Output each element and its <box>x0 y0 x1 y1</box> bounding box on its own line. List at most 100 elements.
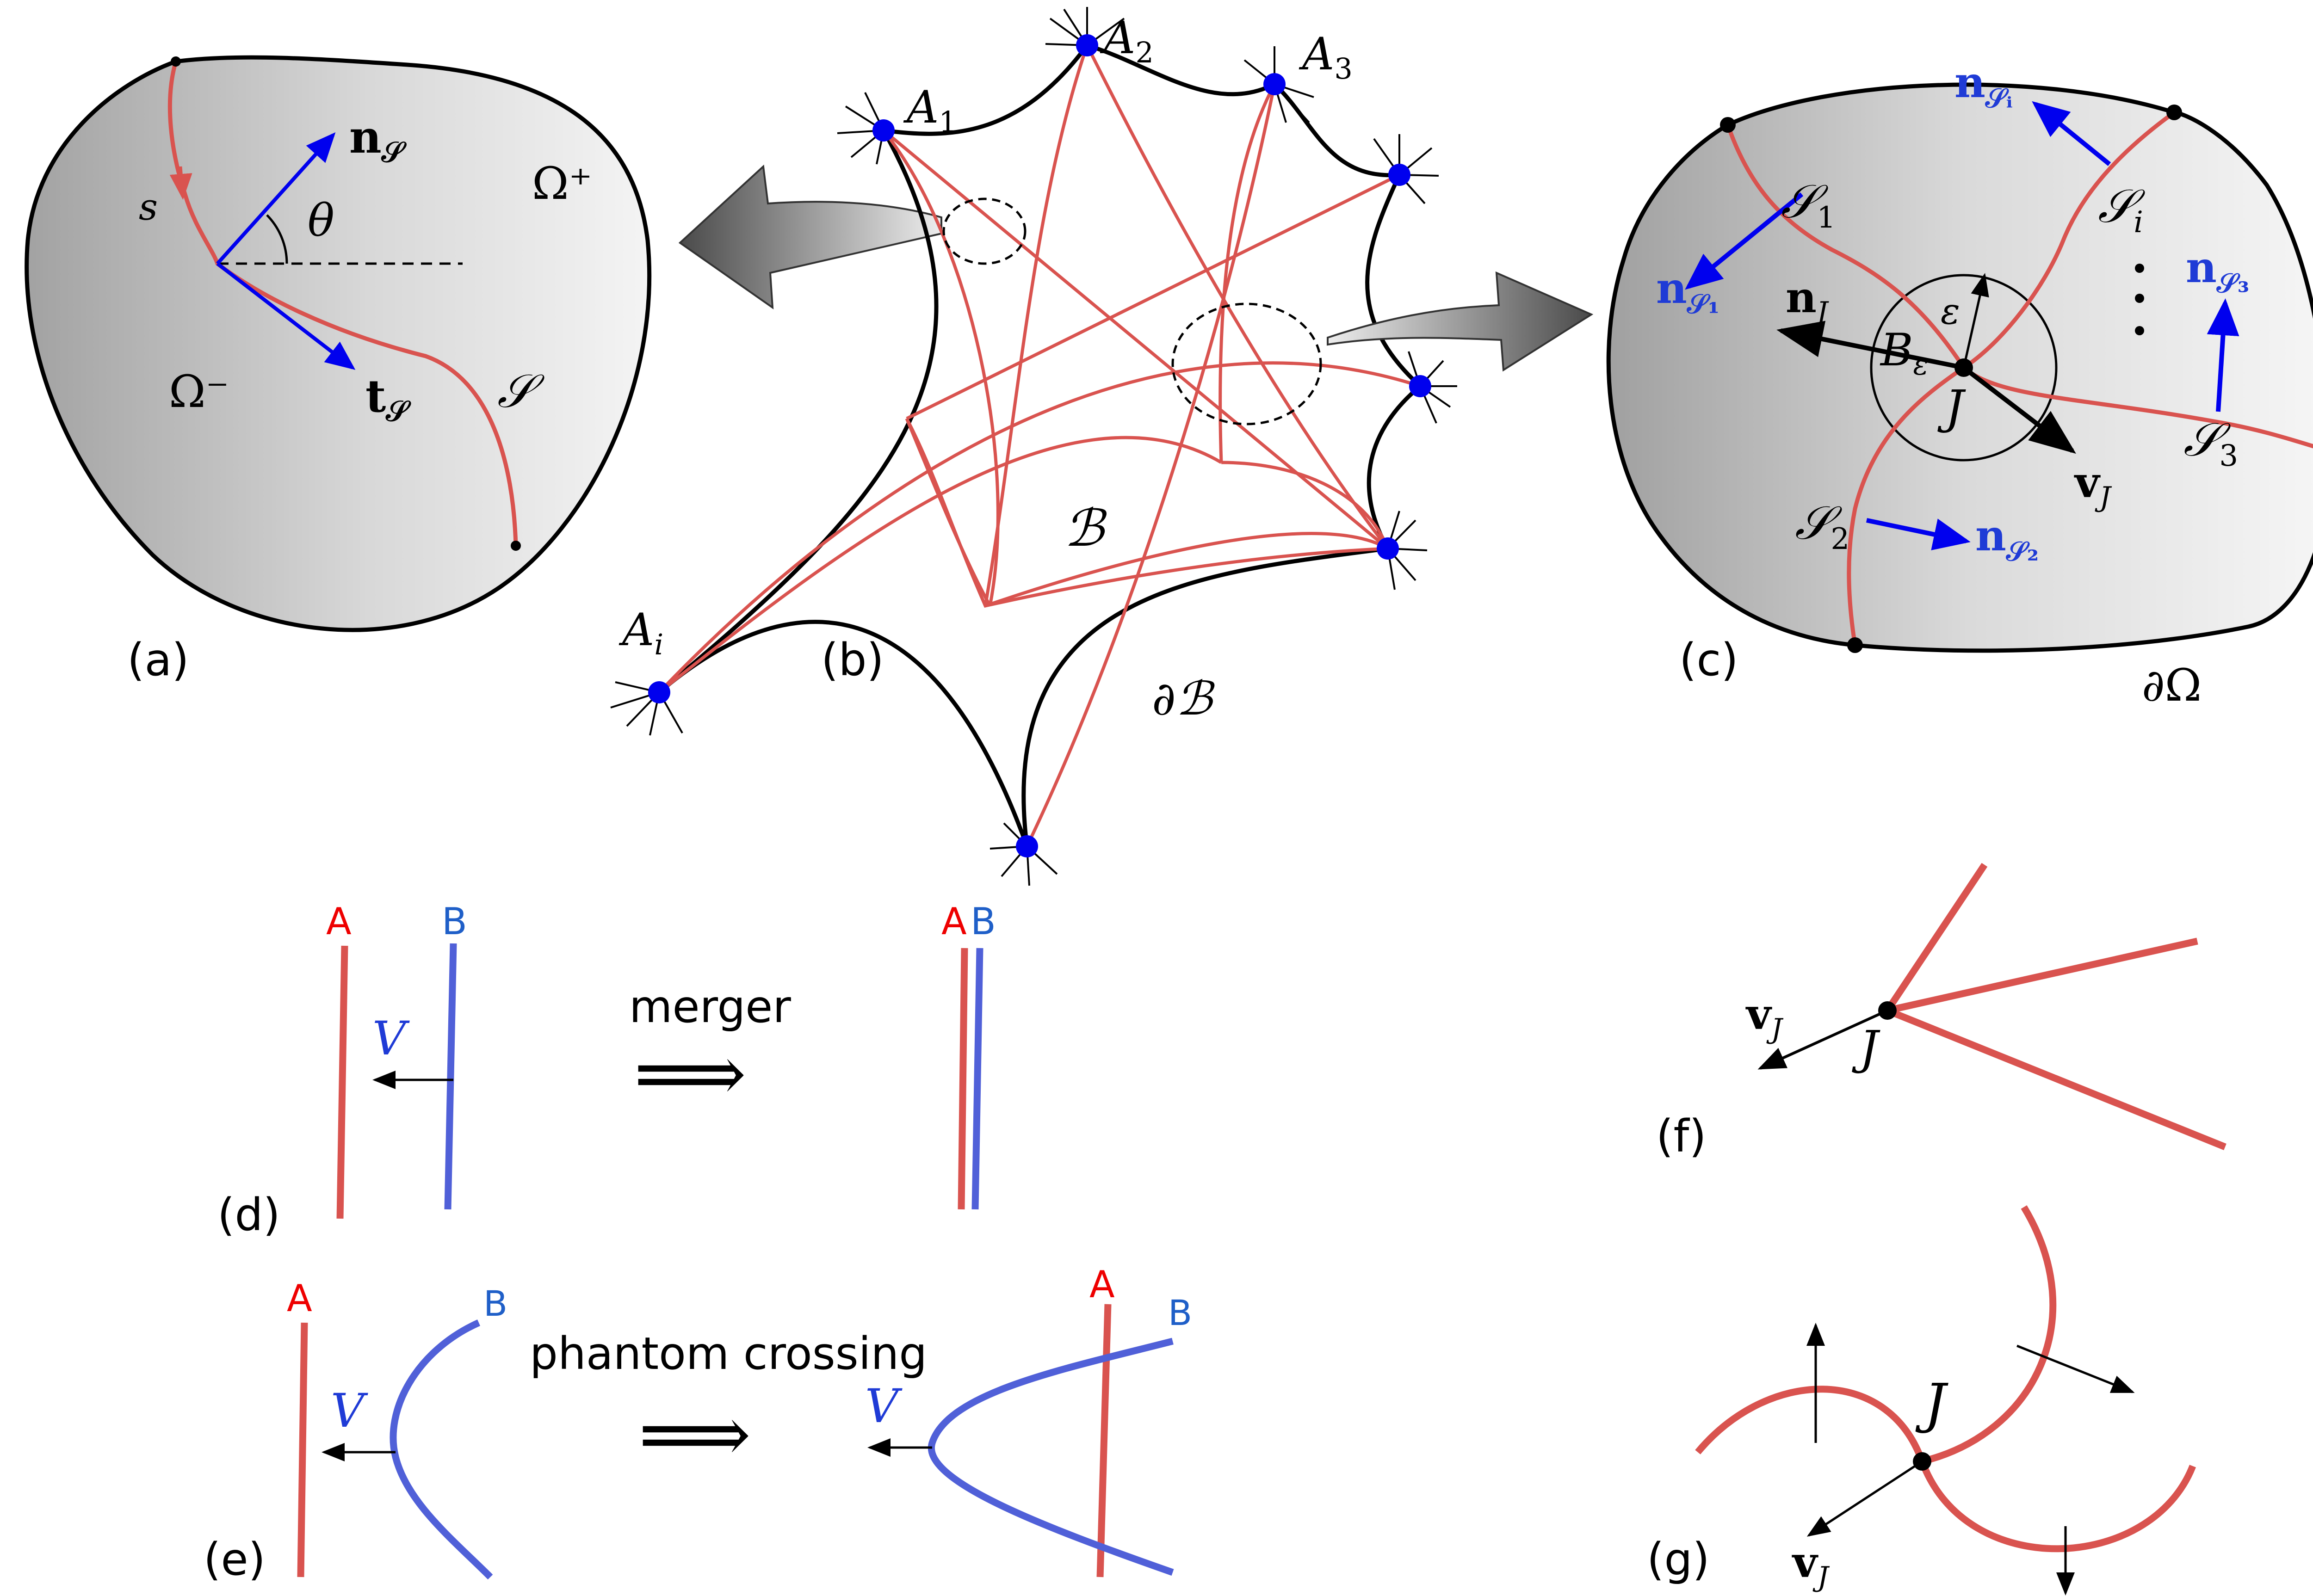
endpoint-c-bottom <box>1847 637 1863 653</box>
label-J-f: J <box>1852 1021 1880 1075</box>
panel-b: A1 A2 A3 Ai ℬ ∂ℬ (b) <box>610 7 1457 886</box>
zoom-circle-large <box>1171 302 1322 425</box>
label-J-g: J <box>1915 1373 1948 1435</box>
merged-line-B <box>971 948 983 1210</box>
tangent-arrow-s <box>169 166 192 200</box>
ellipsis-dot-3 <box>2135 326 2144 335</box>
label-A-merged: A <box>941 900 967 943</box>
line-A-e <box>297 1322 308 1578</box>
theta-arc <box>266 214 288 264</box>
ellipsis-dot-2 <box>2135 294 2144 303</box>
panel-c: 𝒮1 𝒮i 𝒮3 𝒮2 n𝒮₁ n𝒮ᵢ n𝒮₃ n𝒮₂ nJ vJ Bε ε J… <box>1606 57 2313 711</box>
label-n-S3: n𝒮₃ <box>2186 242 2249 299</box>
panel-label-d: (d) <box>217 1189 280 1241</box>
zoom-arrow-left <box>678 164 942 310</box>
normal-vector-arrow <box>216 132 336 265</box>
label-n-s: n𝒮 <box>349 111 407 169</box>
vertex-A1 <box>837 92 895 165</box>
label-theta: θ <box>308 195 334 246</box>
ball-B-eps <box>1870 274 2058 462</box>
label-t-s: t𝒮 <box>365 370 411 428</box>
label-dOmega: ∂Ω <box>2142 659 2202 711</box>
line-B-d <box>444 943 457 1210</box>
label-B-d: B <box>442 900 467 943</box>
label-B-e: B <box>483 1283 507 1324</box>
panel-f: J vJ (f) <box>1656 863 2226 1162</box>
red-curves-c <box>1725 111 2313 646</box>
label-v-J-g: vJ <box>1792 1537 1830 1593</box>
vertex-right-lower <box>1377 511 1428 590</box>
panel-label-a: (a) <box>127 634 189 686</box>
vector-n-S2 <box>1866 518 1971 550</box>
label-A-crossed: A <box>1089 1263 1115 1306</box>
vertex-right-middle <box>1408 351 1457 424</box>
panel-g: J vJ (g) <box>1647 1205 2196 1596</box>
vector-n-S3 <box>2207 298 2239 412</box>
panel-label-b: (b) <box>821 634 884 686</box>
label-A2: A2 <box>1100 12 1154 69</box>
panel-label-g: (g) <box>1647 1534 1710 1585</box>
label-omega-minus: Ω⁻ <box>169 366 229 418</box>
merged-line-A <box>958 948 968 1210</box>
vertex-right-upper <box>1373 134 1439 204</box>
label-A-e: A <box>287 1277 312 1320</box>
vertex-A3 <box>1243 46 1314 123</box>
label-eps: ε <box>1941 291 1960 333</box>
zoom-circle-small <box>942 197 1027 265</box>
radius-eps <box>1962 273 1989 368</box>
vertex-Ai <box>610 681 683 736</box>
panel-a: n𝒮 t𝒮 θ s 𝒮 Ω⁺ Ω⁻ (a) <box>25 55 652 686</box>
red-network <box>658 44 1421 847</box>
label-n-S1: n𝒮₁ <box>1656 263 1719 320</box>
implies-arrow-e: ⟹ <box>638 1389 751 1480</box>
line-A-crossed <box>1096 1304 1112 1578</box>
junction-J-f <box>1878 1001 1897 1020</box>
label-B: ℬ <box>1064 499 1107 558</box>
panel-label-c: (c) <box>1679 634 1738 686</box>
vector-n-J <box>1776 320 1964 370</box>
vector-v-J <box>1962 366 2076 454</box>
vertex-bottom <box>990 822 1058 886</box>
label-A3: A3 <box>1299 28 1353 86</box>
implies-arrow-d: ⟹ <box>634 1028 747 1120</box>
label-S1: 𝒮1 <box>1781 174 1836 235</box>
label-A1: A1 <box>903 81 957 139</box>
caption-phantom-crossing: phantom crossing <box>530 1328 927 1380</box>
label-s: s <box>139 185 158 228</box>
label-V-crossed: V <box>865 1379 903 1433</box>
label-n-S2: n𝒮₂ <box>1975 511 2039 567</box>
vector-n-Si <box>2032 101 2111 166</box>
label-B-crossed: B <box>1168 1292 1192 1333</box>
label-V-d: V <box>372 1011 410 1066</box>
panel-label-f: (f) <box>1656 1110 1707 1162</box>
zoom-arrow-right <box>1327 271 1594 372</box>
vertices <box>610 7 1457 886</box>
domain-omega-a <box>25 55 652 632</box>
endpoint-c-top-left <box>1720 117 1736 133</box>
curve-B-crossed <box>928 1337 1174 1576</box>
tangent-vector-arrow <box>216 262 356 370</box>
endpoint-top-a <box>171 56 181 67</box>
vertex-A2 <box>1045 7 1125 56</box>
junction-J-g <box>1913 1452 1931 1471</box>
panel-d: A B V merger ⟹ A B (d) <box>217 900 996 1241</box>
caption-merger: merger <box>629 981 791 1033</box>
endpoint-bottom-a <box>511 541 521 551</box>
curve-B-e <box>390 1319 493 1580</box>
panel-e: A B V phantom crossing ⟹ A B V (e) <box>204 1263 1192 1585</box>
vector-n-S1 <box>1685 192 1804 290</box>
label-n-Si: n𝒮ᵢ <box>1954 57 2013 114</box>
label-A-d: A <box>326 900 352 943</box>
label-v-J-f: vJ <box>1745 989 1783 1045</box>
panel-label-e: (e) <box>204 1534 266 1585</box>
boundary-dB <box>658 43 1423 847</box>
vector-v-J-f <box>1757 1009 1888 1070</box>
label-B-eps: Bε <box>1880 324 1929 382</box>
label-dB: ∂ℬ <box>1152 672 1215 726</box>
endpoint-c-top-right <box>2166 105 2182 120</box>
label-B-merged: B <box>971 900 996 943</box>
label-omega-plus: Ω⁺ <box>532 158 592 210</box>
ellipsis-dot-1 <box>2135 264 2144 273</box>
label-Ai: Ai <box>618 604 663 661</box>
